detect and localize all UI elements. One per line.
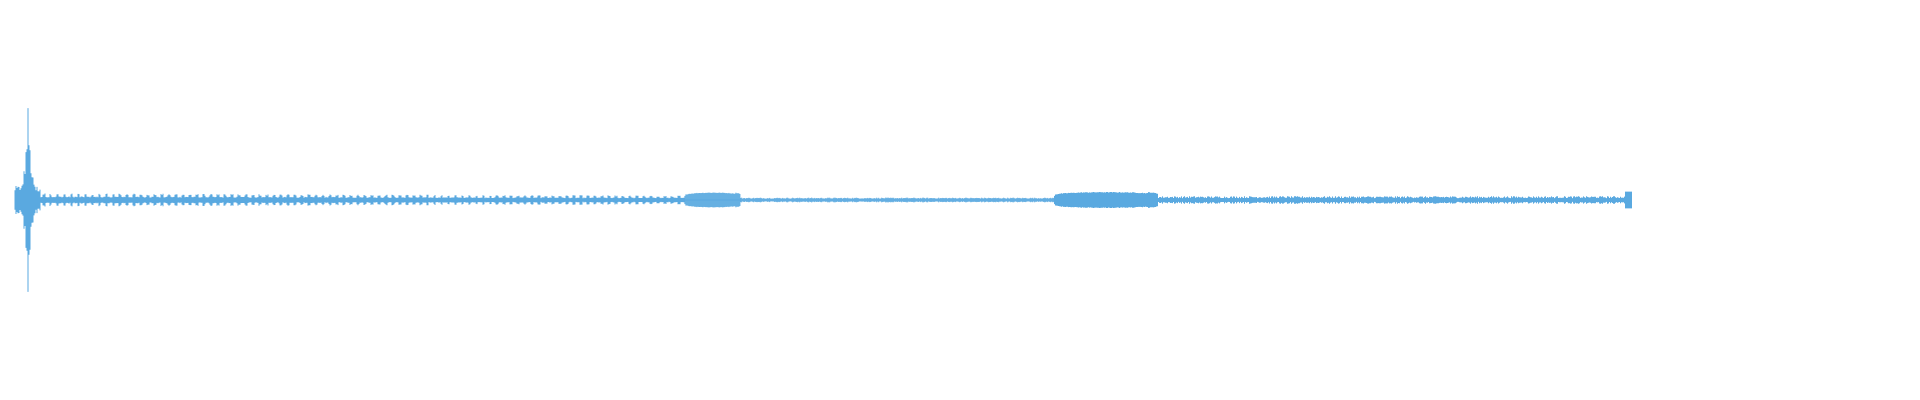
waveform-bars [14, 108, 1632, 292]
